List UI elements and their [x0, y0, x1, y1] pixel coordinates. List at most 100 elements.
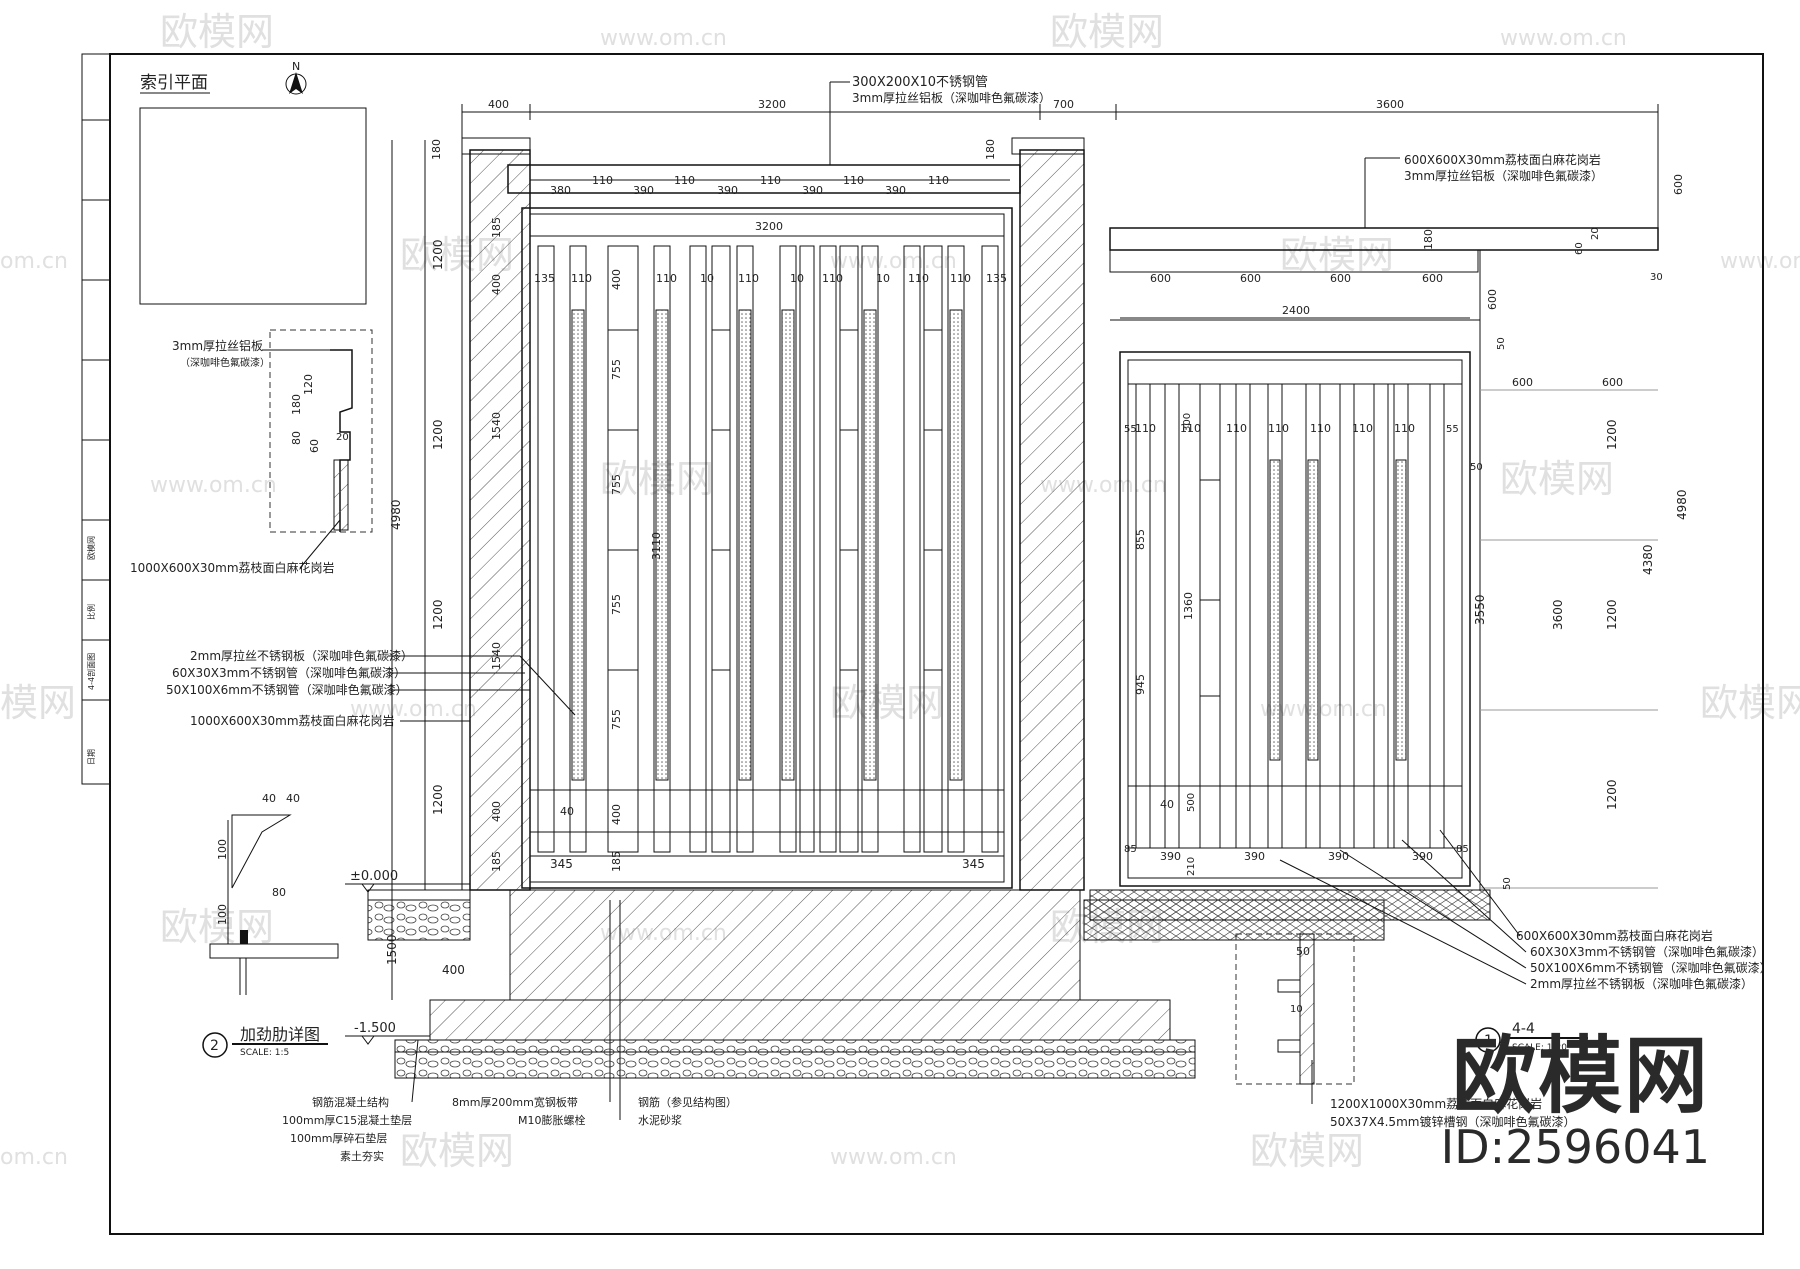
dim-label: 180 [984, 139, 997, 160]
watermark-url: www.om.cn [1500, 26, 1627, 51]
level-marker-icon [361, 1035, 375, 1045]
dim-label: 55 [1446, 424, 1459, 435]
dim-label: 400 [610, 269, 623, 290]
dim-label: 3200 [755, 220, 783, 233]
dim-label: 135 [986, 272, 1007, 285]
dim-label: 3200 [758, 98, 786, 111]
dim-label: 3550 [1473, 594, 1487, 625]
dim-label: 85 [1124, 844, 1137, 855]
callout-plate3-note: （深咖啡色氟碳漆） [180, 356, 270, 369]
product-id: ID:2596041 [1440, 1120, 1710, 1174]
level-marker-icon [361, 883, 375, 893]
callout-granite600: 600X600X30mm荔枝面白麻花岗岩 [1516, 928, 1713, 943]
callout-plate: 3mm厚拉丝铝板（深咖啡色氟碳漆） [852, 90, 1051, 105]
dim-label: 120 [302, 374, 315, 395]
dim-label: 20 [1590, 227, 1601, 240]
dim-label: 600 [1602, 376, 1623, 389]
index-plan: 索引平面 N [139, 60, 367, 305]
watermark-url: www.om.cn [830, 1145, 957, 1170]
dim-label: 185 [490, 217, 503, 238]
callout-mortar: 水泥砂浆 [638, 1113, 682, 1127]
watermark-brand: 欧模网 [160, 905, 274, 949]
dim-label: 110 [1352, 422, 1373, 435]
watermark-url: www.om.cn [600, 26, 727, 51]
dim-label: 110 [950, 272, 971, 285]
dim-label: 40 [286, 792, 300, 805]
dim-label: 110 [822, 272, 843, 285]
watermark-brand: 欧模网 [1250, 1129, 1364, 1173]
watermark-brand: 欧模网 [400, 1129, 514, 1173]
dim-label: 390 [1244, 850, 1265, 863]
dim-label: 180 [1422, 229, 1435, 250]
callout-steel2-right: 2mm厚拉丝不锈钢板（深咖啡色氟碳漆） [1530, 976, 1753, 991]
dim-label: 110 [1135, 422, 1156, 435]
north-arrow-icon [289, 72, 303, 94]
dim-label: 755 [610, 709, 623, 730]
dim-label: 945 [1134, 674, 1147, 695]
detail2-number: 2 [210, 1038, 219, 1054]
section-title: 4-4 [1512, 1021, 1535, 1037]
stiffener-detail: 40 40 100 80 100 2 加劲肋详图 SCALE: 1:5 [202, 792, 339, 1058]
dim-label: 10 [1290, 1004, 1303, 1015]
dim-label: 380 [550, 184, 571, 197]
callout-plate3: 3mm厚拉丝铝板 [172, 338, 263, 353]
dim-label: 855 [1134, 529, 1147, 550]
dim-label: 3600 [1551, 599, 1565, 630]
section-number: 1 [1484, 1033, 1493, 1049]
dim-label: 180 [430, 139, 443, 160]
dim-label: 180 [290, 394, 303, 415]
dim-label: 110 [1180, 422, 1201, 435]
dim-label: 85 [1456, 844, 1469, 855]
dim-label: 110 [1394, 422, 1415, 435]
title-block-date: 日期 [87, 749, 96, 765]
detail2-scale: SCALE: 1:5 [240, 1048, 289, 1058]
dim-label: 110 [1268, 422, 1289, 435]
dim-label: 755 [610, 474, 623, 495]
dim-label: 3600 [1376, 98, 1404, 111]
right-dimensions: 600 600 600 600 2400 600 600 600 50 1200… [1120, 272, 1689, 890]
watermark-url: www.om.cn [1720, 249, 1800, 274]
watermark-short: om.cn [0, 1145, 68, 1170]
dim-label: 40 [560, 805, 574, 818]
callout-channel: 50X37X4.5mm镀锌槽钢（深咖啡色氟碳漆） [1330, 1114, 1575, 1129]
callout-anchor-plate: 8mm厚200mm宽钢板带 [452, 1095, 578, 1109]
callout-granite1000b: 1000X600X30mm荔枝面白麻花岗岩 [190, 713, 395, 728]
dim-label: 600 [1330, 272, 1351, 285]
brand-logo: 欧模网 [1451, 1027, 1710, 1125]
watermark-url: www.om.cn [1260, 697, 1387, 722]
dim-label: 755 [610, 359, 623, 380]
watermark-brand: 欧模网 [830, 681, 944, 725]
title-block-drawing: 4-4剖面图 [86, 653, 96, 690]
callout-tube: 300X200X10不锈钢管 [852, 75, 988, 90]
dim-label: 10 [700, 272, 714, 285]
dim-label: 110 [908, 272, 929, 285]
index-plan-title: 索引平面 [140, 73, 208, 93]
watermark-brand: 欧模网 [1700, 681, 1800, 725]
left-vertical-dimensions: 1200 1200 1200 1200 4980 1500 400 185 40… [385, 140, 503, 1000]
level-foundation: -1.500 [354, 1021, 396, 1036]
dim-label: 390 [885, 184, 906, 197]
dim-label: 600 [1150, 272, 1171, 285]
section-detail-box: 50 10 1 4-4 SCALE: 1:20 [1235, 933, 1588, 1085]
dim-label: 80 [290, 431, 303, 445]
bottom-callouts: 钢筋混凝土结构 100mm厚C15混凝土垫层 100mm厚碎石垫层 素土夯实 8… [282, 900, 1575, 1163]
dim-label: 135 [534, 272, 555, 285]
dim-label: 1200 [1605, 599, 1619, 630]
left-callouts: 2mm厚拉丝不锈钢板（深咖啡色氟碳漆） 60X30X3mm不锈钢管（深咖啡色氟碳… [166, 648, 576, 728]
dim-label: 55 [1124, 424, 1137, 435]
dim-label: 50 [1502, 877, 1513, 890]
dim-label: 390 [1160, 850, 1181, 863]
callout-soil: 素土夯实 [340, 1149, 384, 1163]
dim-label: 10 [790, 272, 804, 285]
dim-label: 390 [717, 184, 738, 197]
dim-label: 110 [843, 174, 864, 187]
dim-label: 300 [1182, 413, 1193, 432]
watermark-brand: 欧模网 [1050, 10, 1164, 54]
section-scale: SCALE: 1:20 [1512, 1043, 1567, 1053]
dim-label: 1200 [1605, 779, 1619, 810]
dim-label: 1200 [1605, 419, 1619, 450]
callout-granite-a: 600X600X30mm荔枝面白麻花岗岩 [1404, 152, 1601, 167]
callout-tube60: 60X30X3mm不锈钢管（深咖啡色氟碳漆） [172, 665, 406, 680]
dim-label: 4980 [1675, 489, 1689, 520]
dim-label: 60 [1574, 242, 1585, 255]
